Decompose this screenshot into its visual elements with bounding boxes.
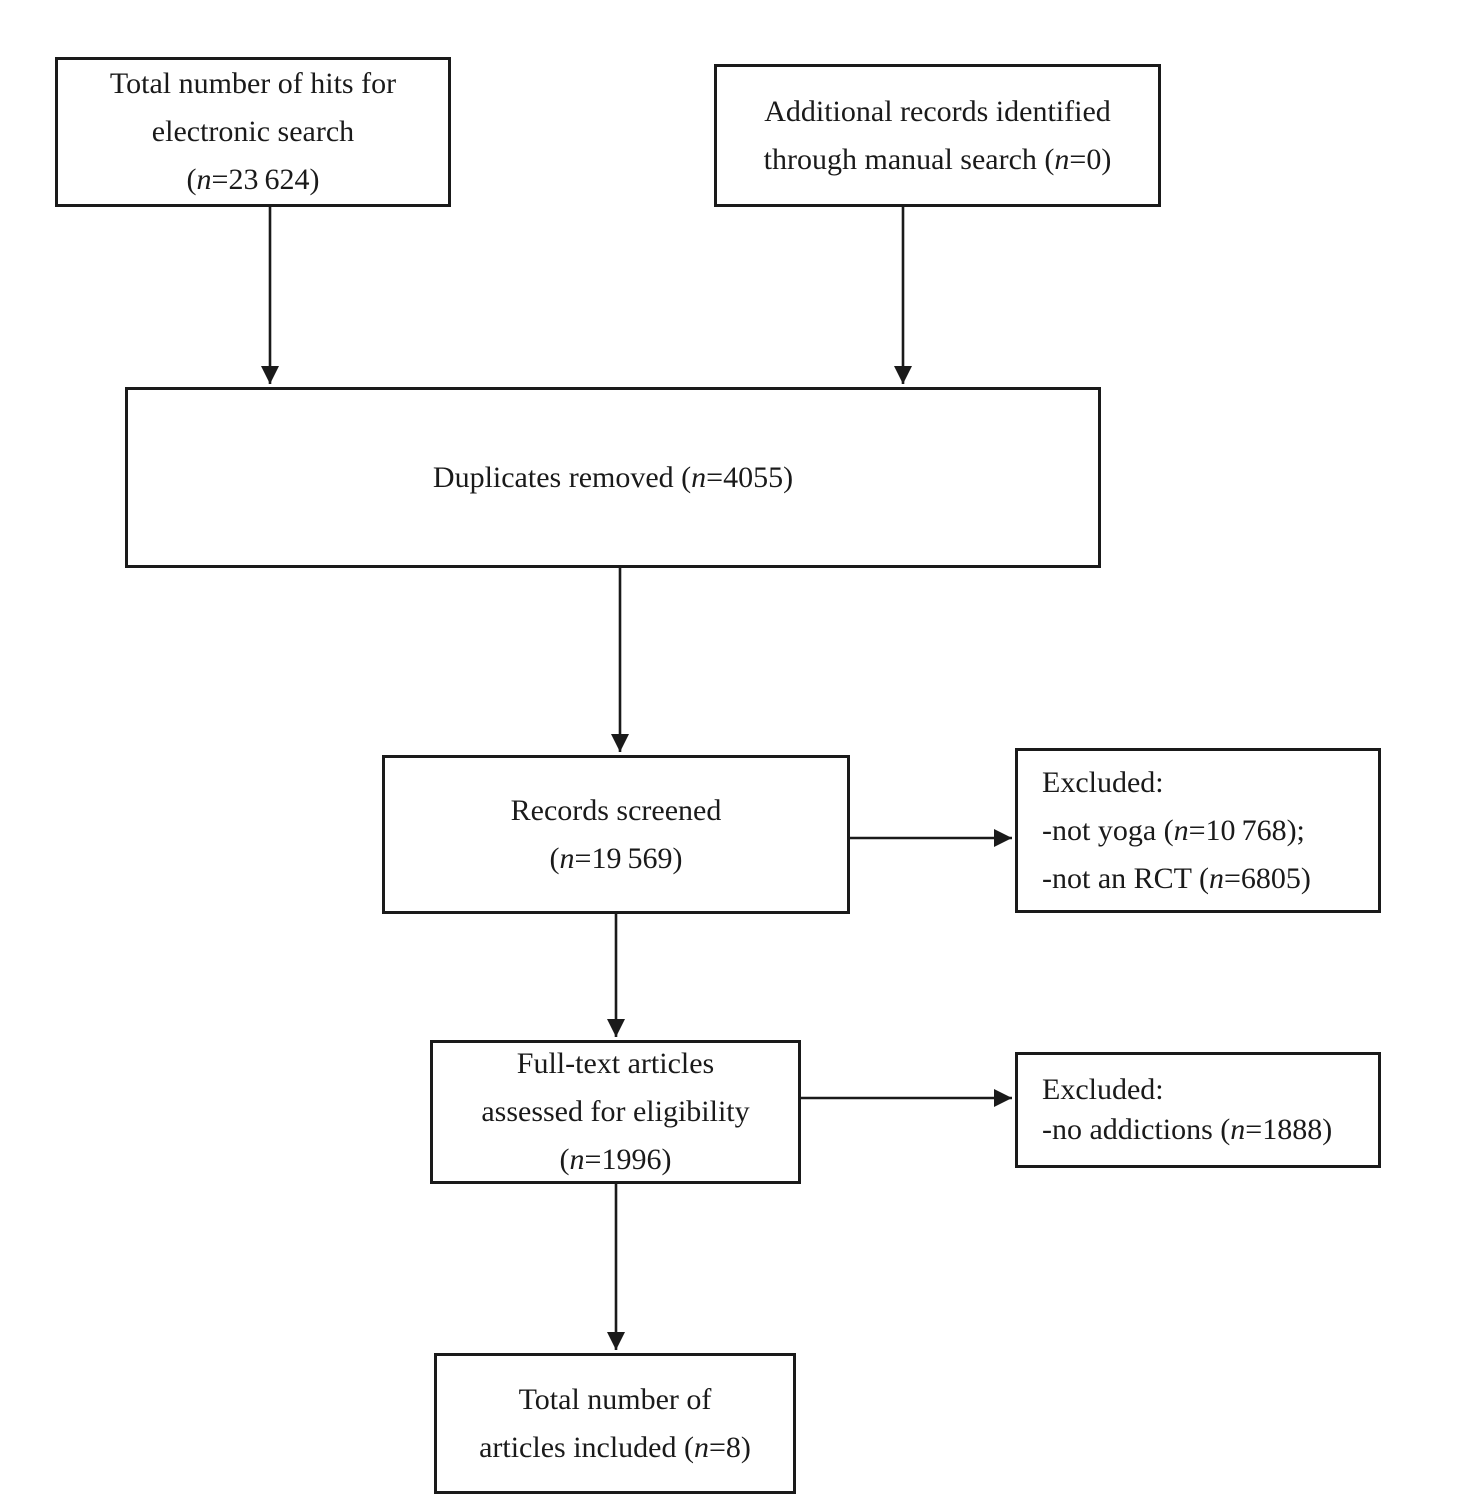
text-line: Total number of [518, 1382, 712, 1416]
text-line: -not an RCT (n=6805) [1042, 861, 1311, 895]
text-line: Full-text articles [516, 1047, 715, 1080]
box-articles-included: Total number of articles included (n=8) [434, 1353, 796, 1494]
text-line: through manual search (n=0) [763, 142, 1112, 176]
text-line: Excluded: [1042, 1072, 1164, 1106]
text-line: Records screened [510, 793, 722, 827]
text-line: assessed for eligibility [481, 1095, 750, 1128]
box-excluded-fulltext: Excluded: -no addictions (n=1888) [1015, 1052, 1381, 1168]
box-fulltext-eligibility: Full-text articles assessed for eligibil… [430, 1040, 801, 1184]
box-manual-search-records: Additional records identified through ma… [714, 64, 1161, 207]
box-duplicates-removed: Duplicates removed (n=4055) [125, 387, 1101, 568]
text-line: Total number of hits for [109, 67, 397, 100]
box-records-screened: Records screened (n=19 569) [382, 755, 850, 914]
text-line: (n=19 569) [549, 841, 683, 875]
text-line: -not yoga (n=10 768); [1042, 813, 1305, 847]
text-line: (n=1996) [559, 1143, 672, 1176]
text-line: articles included (n=8) [479, 1430, 751, 1464]
text-line: Duplicates removed (n=4055) [432, 460, 794, 494]
text-line: -no addictions (n=1888) [1042, 1113, 1333, 1146]
box-excluded-screening: Excluded: -not yoga (n=10 768); -not an … [1015, 748, 1381, 913]
text-line: electronic search [151, 115, 355, 148]
text-line: (n=23 624) [186, 163, 320, 196]
box-electronic-search-hits: Total number of hits for electronic sear… [55, 57, 451, 207]
text-line: Excluded: [1042, 765, 1164, 799]
text-line: Additional records identified [764, 94, 1111, 128]
